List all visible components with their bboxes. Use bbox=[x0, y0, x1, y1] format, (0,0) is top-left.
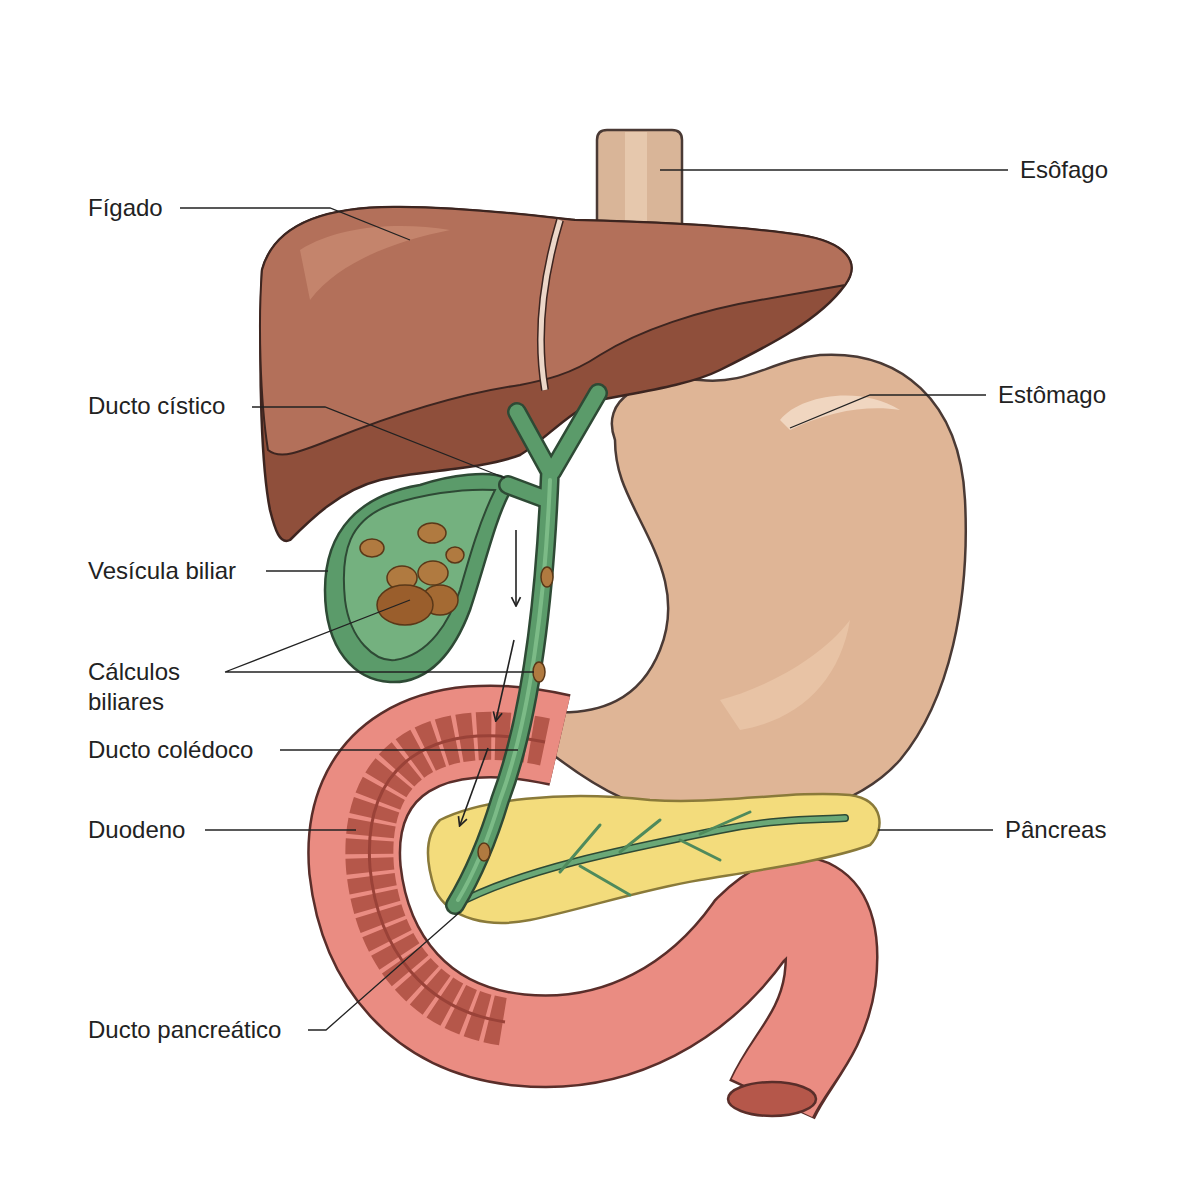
leader-line bbox=[180, 208, 410, 240]
bile-duct-highlight bbox=[458, 480, 550, 900]
part-label: Ducto cístico bbox=[88, 391, 225, 421]
gallstones bbox=[360, 523, 464, 625]
stomach-shape bbox=[534, 355, 966, 823]
flow-arrow bbox=[460, 748, 488, 825]
gallstone bbox=[360, 539, 384, 557]
part-label: Vesícula biliar bbox=[88, 556, 236, 586]
intestine-outline bbox=[354, 731, 831, 1100]
falciform-ligament bbox=[541, 220, 560, 390]
falciform-outline bbox=[541, 220, 560, 390]
gallstone bbox=[418, 561, 448, 585]
part-label: Ducto pancreático bbox=[88, 1015, 281, 1045]
liver-shape bbox=[260, 207, 851, 455]
flow-arrows bbox=[460, 530, 516, 825]
gallstone bbox=[418, 523, 446, 543]
gallstone bbox=[533, 662, 545, 682]
bile-duct-fill bbox=[455, 393, 598, 905]
pancreatic-duct bbox=[455, 812, 845, 905]
esophagus-highlight bbox=[625, 132, 647, 227]
stomach-highlight bbox=[720, 620, 850, 730]
part-label: Esôfago bbox=[1020, 155, 1108, 185]
flow-arrow bbox=[496, 640, 514, 720]
pancreatic-duct-line bbox=[455, 818, 845, 905]
leader-line bbox=[790, 395, 986, 428]
part-label: Ducto colédoco bbox=[88, 735, 253, 765]
gallbladder-shape bbox=[325, 474, 510, 682]
leader-line bbox=[280, 749, 518, 750]
part-label: Cálculos biliares bbox=[88, 657, 208, 717]
jejunum-opening bbox=[728, 1082, 816, 1116]
gallstone bbox=[541, 567, 553, 587]
bile-ducts bbox=[455, 393, 598, 905]
bile-duct-outline bbox=[455, 393, 598, 905]
gallstone bbox=[377, 585, 433, 625]
part-label: Fígado bbox=[88, 193, 163, 223]
duct-stones bbox=[478, 567, 553, 861]
leader-line bbox=[266, 570, 328, 571]
part-label: Estômago bbox=[998, 380, 1106, 410]
leader-line bbox=[878, 829, 993, 830]
leader-line bbox=[252, 407, 505, 478]
leader-line bbox=[308, 912, 460, 1030]
leader-lines bbox=[180, 170, 1008, 1030]
pancreatic-duct-branch bbox=[560, 812, 750, 895]
part-label: Pâncreas bbox=[1005, 815, 1106, 845]
gallbladder-lumen bbox=[344, 490, 495, 660]
pancreatic-duct-outline bbox=[455, 818, 845, 905]
flow-arrow bbox=[515, 530, 517, 605]
part-label: Duodeno bbox=[88, 815, 185, 845]
leader-line bbox=[225, 600, 534, 672]
esophagus-shape bbox=[597, 130, 682, 230]
liver-highlight bbox=[300, 226, 450, 300]
gallstone bbox=[478, 843, 490, 861]
intestine-wall bbox=[354, 731, 831, 1098]
leader-line bbox=[660, 169, 1008, 170]
gallstone bbox=[446, 547, 464, 563]
leader-line bbox=[205, 829, 356, 830]
